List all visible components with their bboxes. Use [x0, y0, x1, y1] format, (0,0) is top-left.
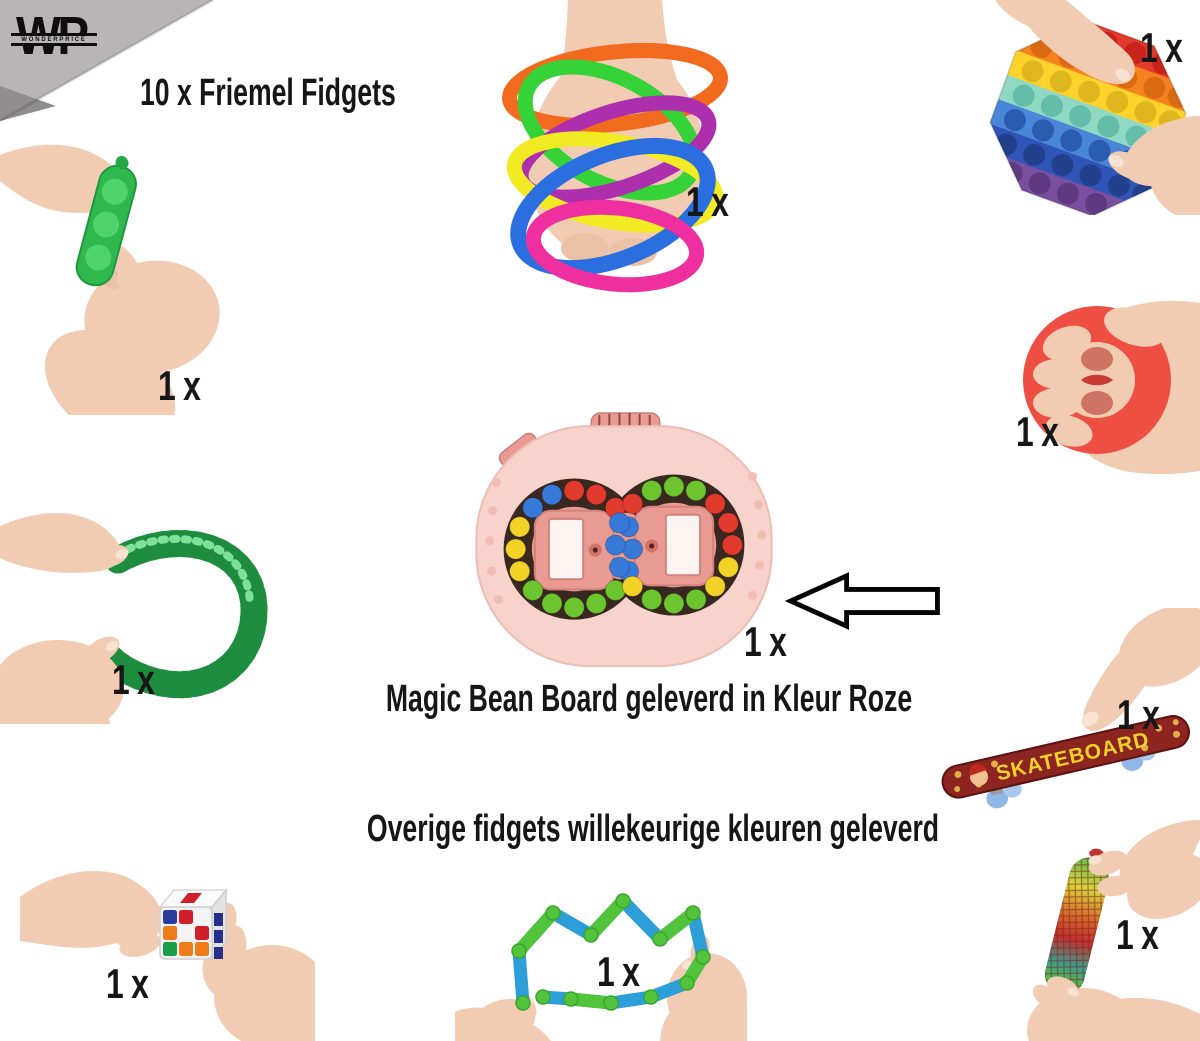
top-hand — [1088, 820, 1200, 919]
brand-name: WONDERPRICE — [11, 33, 97, 46]
photo-grip-ring — [985, 275, 1200, 485]
magic-bean-board-illustration — [475, 412, 773, 667]
qty-label-pop-it: 1 x — [1140, 24, 1183, 71]
bottom-hand — [0, 636, 124, 724]
mesh-marble-illustration — [1027, 820, 1200, 1041]
cube-toy — [158, 887, 228, 962]
qty-label-pea-pod: 1 x — [158, 362, 201, 409]
photo-magic-bean-board — [470, 412, 778, 674]
beads — [505, 475, 743, 619]
left-disc-center — [533, 509, 615, 591]
photo-mini-cube — [20, 845, 315, 1041]
pop-tube-toy — [94, 530, 268, 699]
heading-top: 10 x Friemel Fidgets — [140, 72, 396, 114]
finger-over-pod — [117, 272, 139, 294]
photo-wacky-tracks — [455, 855, 747, 1041]
qty-label-stretchy-strings: 1 x — [686, 178, 729, 225]
deck — [941, 715, 1190, 799]
bottom-hand — [1108, 116, 1200, 215]
top-hand — [992, 0, 1135, 85]
heading-magic-bean: Magic Bean Board geleverd in Kleur Roze — [385, 678, 913, 720]
photo-finger-skateboard: SKATEBOARD — [935, 608, 1200, 814]
qty-label-magic-bean-board: 1 x — [744, 618, 787, 665]
qty-label-pop-tube: 1 x — [112, 656, 155, 703]
pop-tube-illustration — [0, 512, 268, 724]
photo-stretchy-strings — [465, 0, 765, 300]
rope-rings — [502, 43, 728, 293]
qty-label-skateboard: 1 x — [1117, 691, 1160, 738]
brand-logo: WP WONDERPRICE — [11, 9, 97, 70]
corner-ribbon: WP WONDERPRICE — [0, 0, 230, 135]
wacky-tracks-illustration — [455, 893, 747, 1041]
photo-pop-it — [980, 0, 1200, 215]
qty-label-wacky-tracks: 1 x — [597, 948, 640, 995]
stretchy-strings-illustration — [502, 0, 728, 293]
pea-pod-illustration — [0, 144, 220, 415]
left-hand — [20, 871, 167, 957]
pop-it-illustration — [980, 0, 1200, 215]
qty-label-grip-ring: 1 x — [1016, 408, 1059, 455]
curled-fingers — [1033, 307, 1166, 447]
cube-stickers — [163, 893, 223, 959]
right-hand — [202, 902, 315, 1041]
grip-ring-illustration — [1023, 300, 1200, 475]
rim-bumps — [484, 471, 767, 604]
arrow-left-icon — [785, 572, 943, 630]
qty-label-mesh-marble: 1 x — [1116, 911, 1159, 958]
top-hand — [0, 512, 129, 573]
heading-other-fidgets: Overige fidgets willekeurige kleuren gel… — [366, 808, 940, 850]
right-disc-center — [633, 505, 715, 587]
photo-pea-pod — [0, 125, 260, 415]
ribbon-triangle — [0, 0, 214, 123]
photo-mesh-marble — [945, 806, 1200, 1041]
photo-pop-tube — [0, 498, 292, 724]
pressing-finger — [1081, 608, 1200, 731]
pea-pod-toy — [75, 155, 137, 287]
finger-skateboard-illustration: SKATEBOARD — [941, 608, 1200, 809]
qty-label-mini-cube: 1 x — [106, 960, 149, 1007]
mini-cube-illustration — [20, 871, 315, 1041]
wacky-tracks-toy — [511, 893, 711, 1011]
deck-spots — [954, 719, 1181, 793]
